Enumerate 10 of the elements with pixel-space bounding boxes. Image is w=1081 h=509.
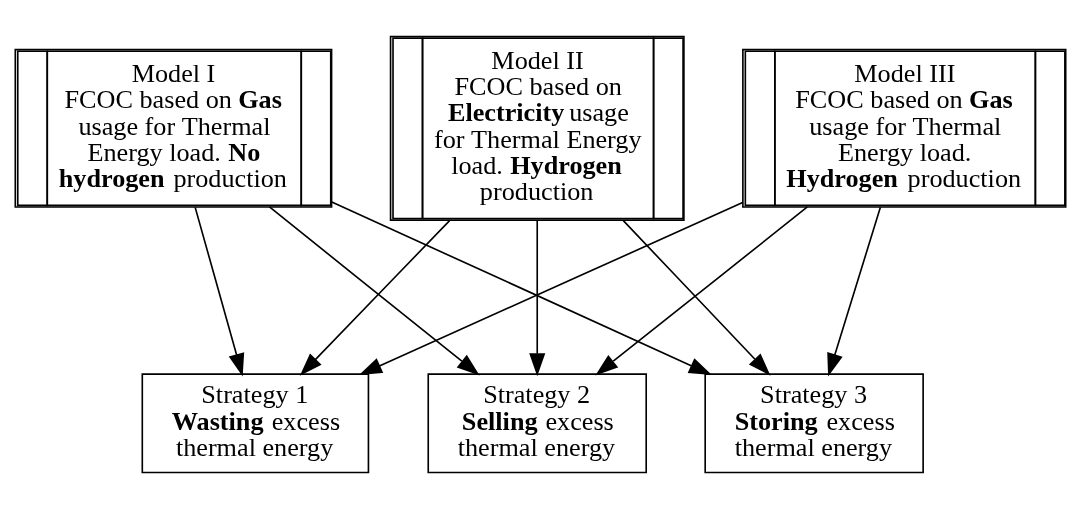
arrow xyxy=(622,219,771,376)
arrow xyxy=(529,219,546,377)
node-box: Strategy 1 Wasting excess thermal energy xyxy=(141,373,370,474)
arrow xyxy=(827,206,882,377)
arrow xyxy=(194,206,245,377)
node-box: Strategy 2 Selling excess thermal energy xyxy=(427,373,648,474)
arrow xyxy=(299,219,451,376)
arrow xyxy=(595,206,809,376)
node-box: Strategy 3 Storing excess thermal energy xyxy=(704,373,924,474)
arrow xyxy=(268,206,480,376)
